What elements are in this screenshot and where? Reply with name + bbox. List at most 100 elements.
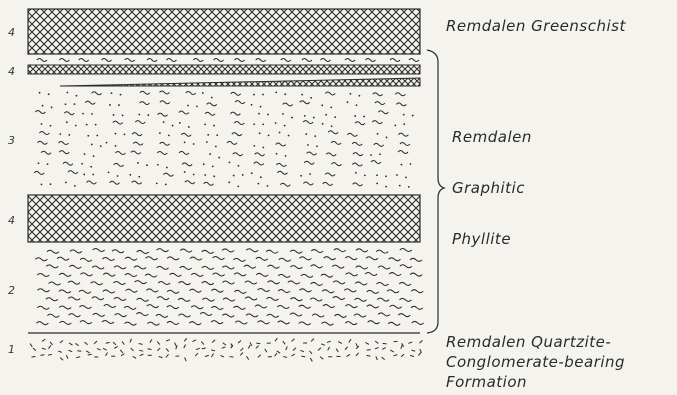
wavy-mark (320, 59, 330, 62)
dot-mark (39, 92, 41, 94)
wavy-mark (85, 101, 95, 104)
layer-number: 4 (8, 214, 15, 227)
stipple-mark (238, 340, 241, 342)
wavy-mark (388, 322, 400, 325)
stipple-mark (292, 339, 295, 342)
stipple-mark (184, 338, 187, 341)
dot-mark (237, 186, 239, 188)
dot-mark (93, 155, 95, 157)
wavy-mark (158, 113, 168, 116)
stipple-mark (382, 357, 385, 360)
wavy-mark (156, 314, 168, 317)
dot-mark (356, 104, 358, 106)
dot-mark (325, 114, 327, 116)
wavy-mark (46, 265, 58, 268)
label-quartzite-line-1: Remdalen Quartzite- (446, 333, 611, 351)
layer-greenschist-middle (28, 195, 420, 242)
wavy-mark (299, 305, 311, 308)
wavy-mark (59, 273, 71, 276)
wavy-mark (104, 305, 116, 308)
layer-thin-phyllite-band (37, 59, 419, 62)
stipple-mark (185, 357, 187, 361)
wavy-mark (400, 249, 412, 252)
wavy-mark (79, 306, 91, 309)
wavy-mark (278, 274, 290, 277)
wavy-mark (178, 298, 190, 301)
wavy-mark (114, 163, 124, 166)
wavy-mark (37, 289, 49, 292)
wavy-mark (258, 289, 270, 292)
dot-mark (403, 114, 405, 116)
wavy-mark (59, 290, 71, 293)
wavy-mark (281, 59, 291, 62)
dot-mark (38, 162, 40, 164)
dot-mark (86, 124, 88, 126)
stipple-mark (131, 348, 134, 351)
layer-greenschist-thin-1 (28, 65, 420, 74)
wavy-mark (390, 59, 400, 62)
stipple-mark (196, 348, 200, 349)
stipple-mark (274, 353, 276, 356)
wavy-mark (321, 274, 333, 277)
dot-mark (405, 176, 407, 178)
wavy-mark (200, 313, 212, 316)
dot-mark (347, 101, 349, 103)
wavy-mark (193, 59, 203, 62)
wavy-mark (57, 257, 69, 260)
dot-mark (59, 133, 61, 135)
dot-mark (212, 165, 214, 167)
wavy-mark (352, 163, 362, 166)
wavy-mark (59, 142, 69, 145)
wavy-mark (222, 281, 234, 284)
wavy-mark (49, 282, 61, 285)
dot-mark (305, 133, 307, 135)
dot-mark (322, 123, 324, 125)
dot-mark (82, 113, 84, 115)
wavy-mark (186, 92, 196, 95)
wavy-mark (245, 297, 257, 300)
stipple-mark (166, 348, 169, 351)
stipple-mark (58, 351, 62, 352)
stipple-mark (157, 348, 160, 351)
wavy-mark (92, 92, 102, 95)
wavy-mark (180, 266, 192, 269)
wavy-mark (140, 91, 150, 94)
dot-mark (258, 183, 260, 185)
wavy-mark (279, 258, 291, 261)
wavy-mark (113, 121, 123, 124)
dot-mark (50, 183, 52, 185)
dot-mark (65, 103, 67, 105)
stipple-mark (248, 345, 250, 348)
wavy-mark (400, 143, 410, 146)
wavy-mark (365, 59, 375, 62)
wavy-mark (267, 314, 279, 317)
wavy-mark (266, 250, 278, 253)
wavy-mark (114, 266, 126, 269)
wavy-mark (325, 92, 335, 95)
dot-mark (267, 185, 269, 187)
dot-mark (87, 135, 89, 137)
wavy-mark (36, 322, 48, 325)
wavy-mark (256, 59, 266, 62)
dot-mark (92, 174, 94, 176)
dot-mark (215, 146, 217, 148)
wavy-mark (167, 257, 179, 260)
dot-mark (301, 94, 303, 96)
dot-mark (118, 104, 120, 106)
wavy-mark (80, 273, 92, 276)
dot-mark (84, 153, 86, 155)
dot-mark (300, 175, 302, 177)
wavy-mark (389, 273, 401, 276)
stipple-mark (277, 351, 280, 353)
stipple-mark (42, 339, 45, 341)
stipple-mark (241, 348, 244, 351)
dot-mark (242, 174, 244, 176)
dot-mark (307, 144, 309, 146)
stipple-mark (420, 340, 423, 343)
wavy-mark (41, 151, 51, 154)
dot-mark (262, 147, 264, 149)
stipple-mark (390, 350, 393, 352)
wavy-mark (280, 183, 290, 186)
wavy-mark (398, 314, 410, 317)
dot-mark (41, 183, 43, 185)
